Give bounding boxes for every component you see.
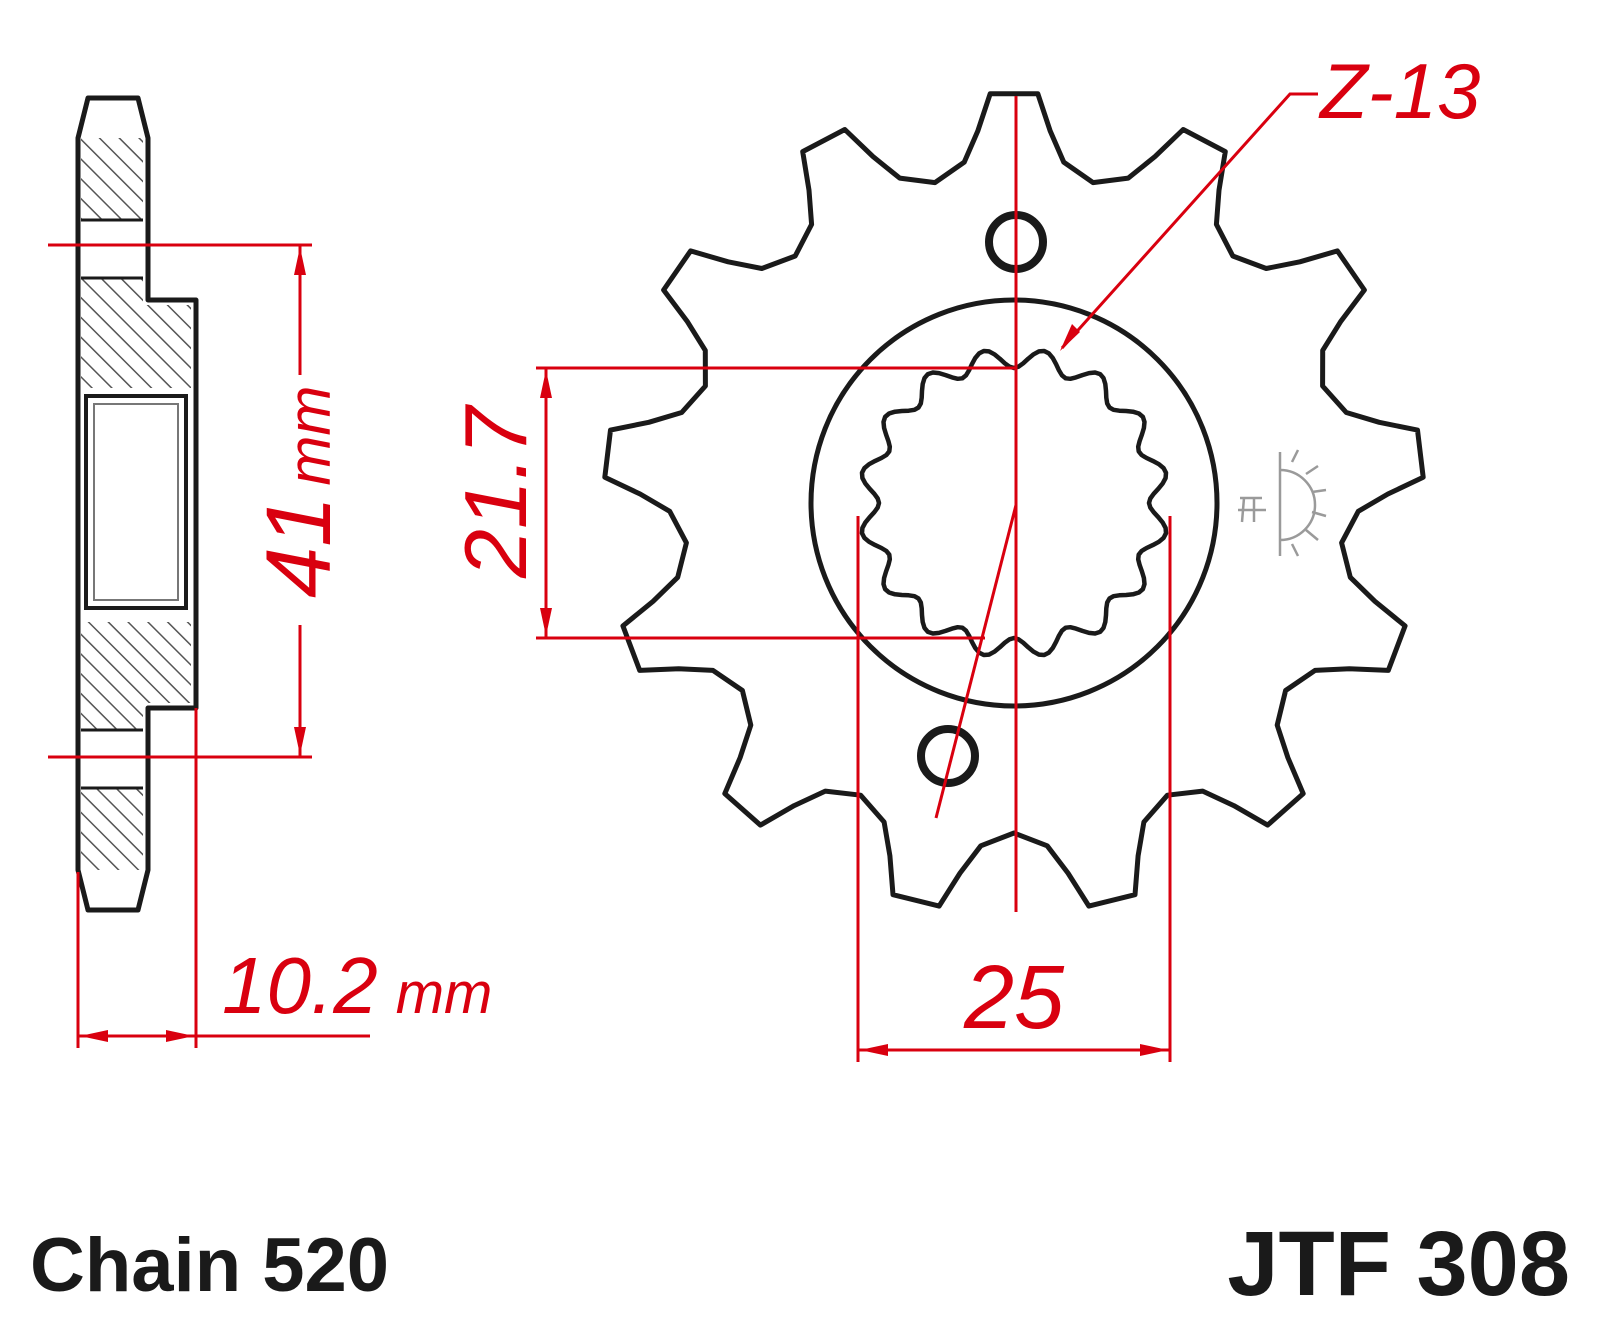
- side-profile-bore: [84, 394, 188, 610]
- front-dimensions: [536, 92, 1318, 1062]
- hub-circle: [808, 297, 1220, 709]
- mounting-hole-bottom: [917, 725, 979, 787]
- spline-width-arrow-left: [860, 1044, 888, 1056]
- front-view: [602, 91, 1426, 909]
- width-arrow-bottom: [294, 727, 306, 755]
- thickness-arrow-left: [80, 1030, 108, 1042]
- width-arrow-top: [294, 247, 306, 275]
- spline-height-label: 21.7: [446, 404, 545, 579]
- spline-width-arrow-right: [1140, 1044, 1168, 1056]
- teeth-count-label: Z-13: [1318, 47, 1480, 135]
- hatch-section-bottom-tooth: [81, 788, 143, 870]
- angled-reference-line: [934, 504, 1018, 819]
- spline-bore-outline: [859, 348, 1169, 658]
- manufacturer-mark-icon: [1238, 449, 1327, 557]
- spline-height-arrow-bottom: [540, 608, 552, 636]
- hatch-section-top-tooth: [81, 138, 143, 220]
- chain-size-caption: Chain 520: [30, 1223, 390, 1308]
- part-number-caption: JTF 308: [1227, 1213, 1570, 1315]
- teeth-count-leader: [1060, 92, 1318, 350]
- hatch-section-lower-hub: [81, 622, 191, 730]
- hatch-section-upper-hub: [81, 278, 191, 388]
- width-dimension-label: 41mm: [248, 386, 350, 598]
- side-profile-bore-inner: [93, 403, 179, 601]
- side-dimensions: [48, 243, 370, 1048]
- spline-height-arrow-top: [540, 370, 552, 398]
- thickness-arrow-right: [166, 1030, 194, 1042]
- side-profile-view: [75, 95, 199, 913]
- spline-width-label: 25: [963, 948, 1065, 1048]
- teeth-count-leader-arrow: [1060, 324, 1080, 351]
